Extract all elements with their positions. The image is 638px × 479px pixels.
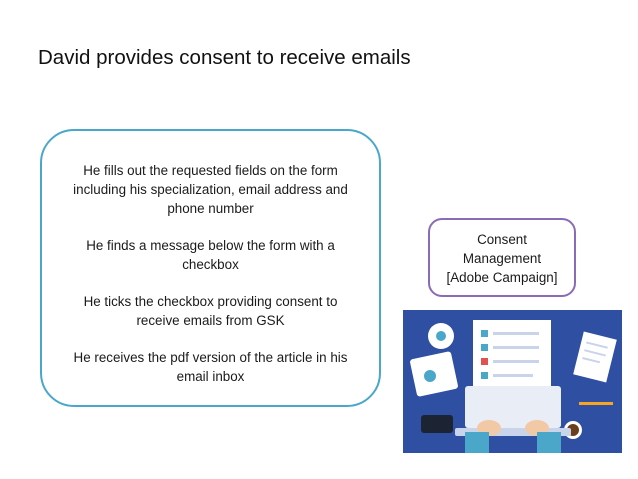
step-item: He ticks the checkbox providing consent … xyxy=(83,294,338,328)
checkbox-checked-icon xyxy=(481,372,488,379)
consent-management-box: Consent Management [Adobe Campaign] xyxy=(428,218,576,297)
pencil-icon xyxy=(579,402,613,405)
laptop-screen xyxy=(465,386,561,428)
checkbox-cross-icon xyxy=(481,358,488,365)
document-icon xyxy=(573,331,617,383)
step-item: He fills out the requested fields on the… xyxy=(73,163,348,216)
step-item: He receives the pdf version of the artic… xyxy=(73,350,348,384)
steps-box: He fills out the requested fields on the… xyxy=(40,129,381,407)
checkbox-checked-icon xyxy=(481,344,488,351)
steps-list: He fills out the requested fields on the… xyxy=(42,161,379,404)
consent-line-2: Management xyxy=(462,251,542,266)
consent-line-3: [Adobe Campaign] xyxy=(446,270,558,285)
phone-icon xyxy=(421,415,453,433)
laptop-form-illustration xyxy=(403,310,622,453)
checkbox-checked-icon xyxy=(481,330,488,337)
slide-title: David provides consent to receive emails xyxy=(38,46,411,69)
step-item: He finds a message below the form with a… xyxy=(86,238,335,272)
consent-line-1: Consent xyxy=(477,232,527,247)
